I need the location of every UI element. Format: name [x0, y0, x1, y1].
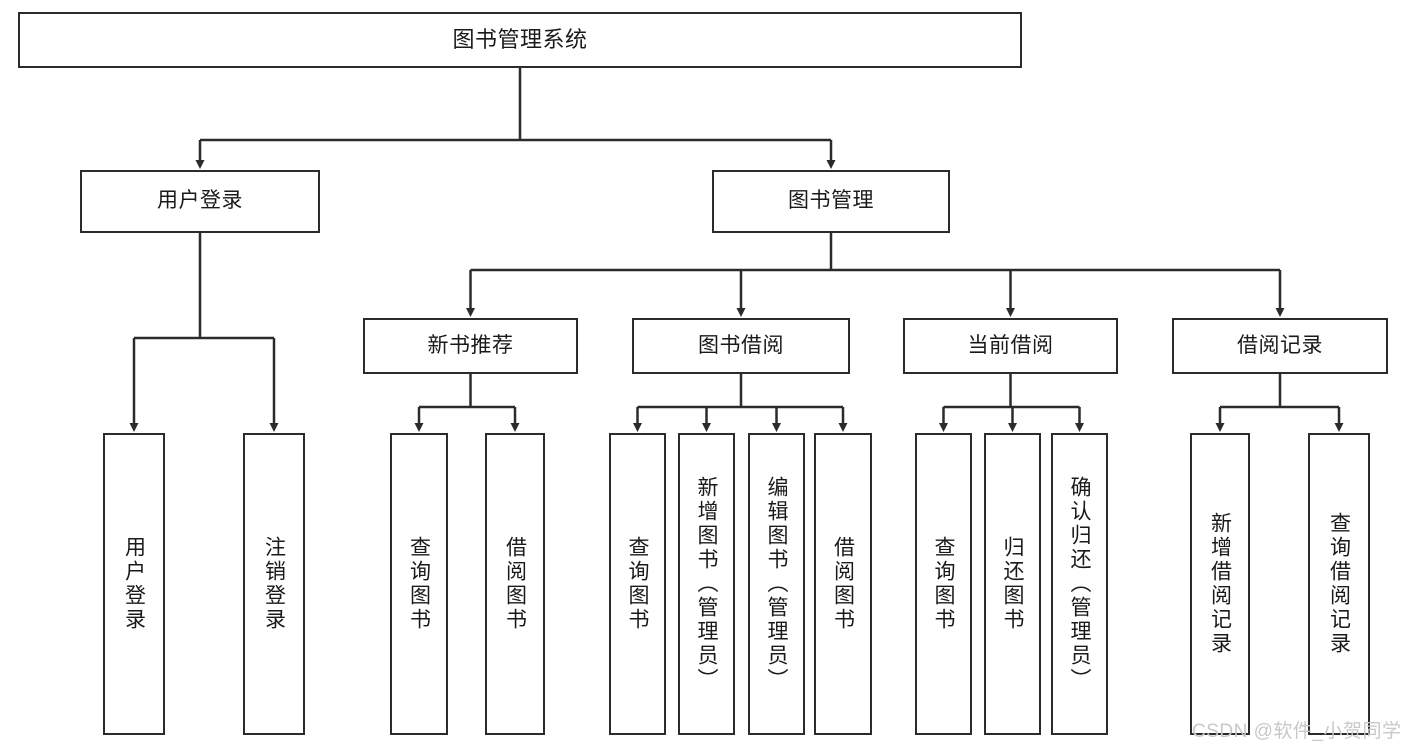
node-label-leaf-edit-book: 编辑图书（管理员）	[765, 476, 789, 692]
node-root[interactable]: 图书管理系统	[18, 12, 1022, 68]
node-leaf-confirm-return[interactable]: 确认归还（管理员）	[1051, 433, 1108, 735]
node-leaf-add-book[interactable]: 新增图书（管理员）	[678, 433, 735, 735]
node-leaf-user-login[interactable]: 用户登录	[103, 433, 165, 735]
node-book-borrow[interactable]: 图书借阅	[632, 318, 850, 374]
node-label-leaf-query-record: 查询借阅记录	[1327, 512, 1351, 656]
node-label-leaf-logout: 注销登录	[262, 536, 286, 632]
node-label-leaf-add-record: 新增借阅记录	[1208, 512, 1232, 656]
node-label-book-manage: 图书管理	[788, 189, 874, 213]
node-label-leaf-borrow-book-2: 借阅图书	[831, 536, 855, 632]
node-label-new-book-rec: 新书推荐	[427, 333, 514, 357]
node-leaf-query-record[interactable]: 查询借阅记录	[1308, 433, 1370, 735]
node-leaf-borrow-book-1[interactable]: 借阅图书	[485, 433, 545, 735]
node-current-borrow[interactable]: 当前借阅	[903, 318, 1118, 374]
node-label-user-login: 用户登录	[157, 189, 243, 213]
node-leaf-return-book[interactable]: 归还图书	[984, 433, 1041, 735]
node-label-leaf-user-login: 用户登录	[122, 536, 146, 632]
node-label-root: 图书管理系统	[452, 27, 588, 53]
node-leaf-query-book-1[interactable]: 查询图书	[390, 433, 448, 735]
node-leaf-query-book-3[interactable]: 查询图书	[915, 433, 972, 735]
node-leaf-add-record[interactable]: 新增借阅记录	[1190, 433, 1250, 735]
node-label-leaf-confirm-return: 确认归还（管理员）	[1068, 476, 1092, 692]
node-label-book-borrow: 图书借阅	[698, 333, 784, 357]
node-label-leaf-return-book: 归还图书	[1001, 536, 1025, 632]
node-label-leaf-borrow-book-1: 借阅图书	[503, 536, 527, 632]
node-label-leaf-query-book-3: 查询图书	[932, 536, 956, 632]
watermark-text: CSDN @软件_小贺同学	[1192, 721, 1402, 742]
node-leaf-edit-book[interactable]: 编辑图书（管理员）	[748, 433, 805, 735]
node-leaf-logout[interactable]: 注销登录	[243, 433, 305, 735]
node-leaf-query-book-2[interactable]: 查询图书	[609, 433, 666, 735]
node-label-leaf-add-book: 新增图书（管理员）	[695, 476, 719, 692]
node-new-book-rec[interactable]: 新书推荐	[363, 318, 578, 374]
node-user-login[interactable]: 用户登录	[80, 170, 320, 233]
node-label-leaf-query-book-2: 查询图书	[626, 536, 650, 632]
node-label-leaf-query-book-1: 查询图书	[407, 536, 431, 632]
node-leaf-borrow-book-2[interactable]: 借阅图书	[814, 433, 872, 735]
node-label-current-borrow: 当前借阅	[967, 333, 1054, 357]
node-borrow-record[interactable]: 借阅记录	[1172, 318, 1388, 374]
node-book-manage[interactable]: 图书管理	[712, 170, 950, 233]
node-label-borrow-record: 借阅记录	[1237, 333, 1323, 357]
